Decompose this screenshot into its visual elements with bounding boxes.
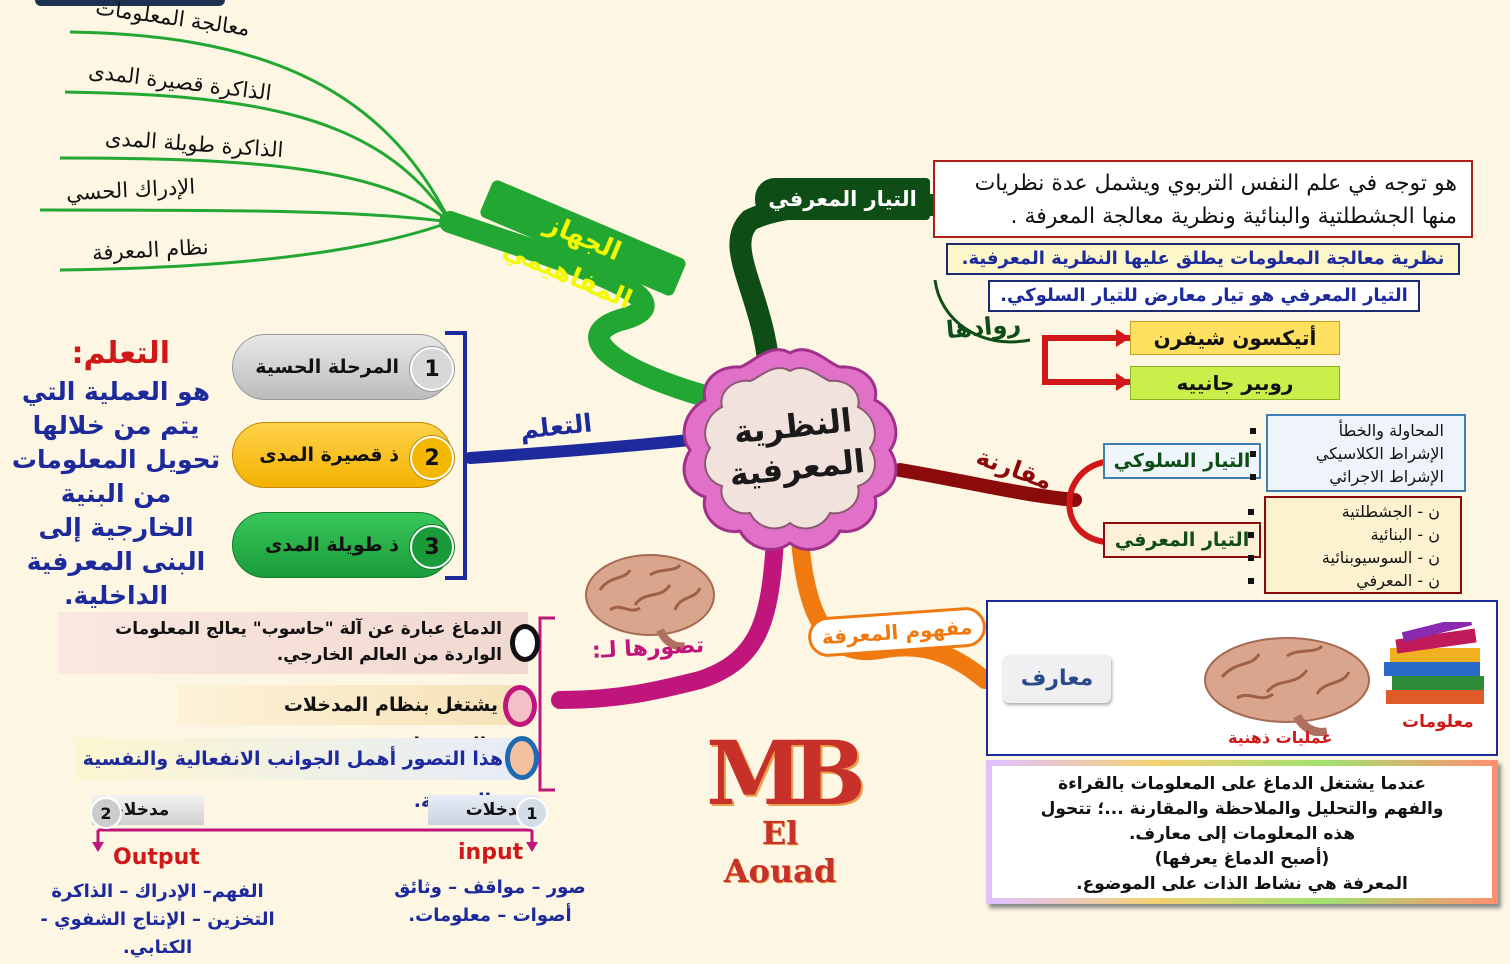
knowledge-label: معارف [1003,655,1111,703]
brain-icon [585,554,715,650]
explanation-line: والفهم والتحليل والملاحظة والمقارنة ...؛… [1040,799,1444,819]
stage-number: 1 [410,347,454,391]
stage-label: ذ طويلة المدى [265,534,399,556]
branch-label-cognitive-current: التيار المعرفي [755,178,930,220]
cognitive-note-2: التيار المعرفي هو تيار معارض للتيار السل… [988,280,1420,312]
input-text: صور – مواقف – وثائق أصوات – معلومات. [394,877,586,926]
behavioral-item: المحاولة والخطأ [1250,419,1450,442]
explanation-line: (أصبح الدماغ يعرفها) [1154,849,1330,869]
cognitive-current-compare-label: التيار المعرفي [1103,522,1261,558]
cognitive-items: ن - الجشطلتية ن - البنائية ن - السوسيوبن… [1248,496,1462,594]
logo-letters: MB [706,721,866,825]
center-node [682,348,898,551]
cognitive-note-1: نظرية معالجة المعلومات يطلق عليها النظري… [946,243,1460,275]
behavioral-items: المحاولة والخطأ الإشراط الكلاسيكي الإشرا… [1250,414,1466,492]
top-tab [35,0,225,6]
output-text: الفهم– الإدراك – الذاكرة التخزين – الإنت… [40,881,275,958]
stage-number: 2 [410,436,454,480]
cognitive-definition: هو توجه في علم النفس التربوي ويشمل عدة ن… [933,160,1473,238]
input-tab-number: 1 [516,797,548,829]
cognitive-item: ن - الجشطلتية [1248,500,1446,523]
behavioral-current-label: التيار السلوكي [1103,443,1261,479]
stage-label: المرحلة الحسية [255,356,399,378]
pioneer-1: أتيكسون شيفرن [1130,321,1340,355]
explanation-line: هذه المعلومات إلى معارف. [1128,824,1356,844]
behavioral-item: الإشراط الكلاسيكي [1250,442,1450,465]
center-title: النظرية المعرفية [716,397,874,496]
stage-number: 3 [410,525,454,569]
brain-icon [1204,637,1370,736]
cognitive-item: ن - المعرفي [1248,569,1446,592]
books-icon [1384,622,1484,704]
logo-name: El Aouad [723,814,837,890]
knowledge-explanation: عندما يشتغل الدماغ على المعلومات بالقراء… [986,760,1498,904]
behavioral-item: الإشراط الاجرائي [1250,465,1450,488]
process-label: عمليات ذهنية [1228,728,1333,747]
circle-bullet [510,624,540,662]
explanation-line: عندما يشتغل الدماغ على المعلومات بالقراء… [1058,774,1426,794]
input-title: input [458,840,524,865]
circle-bullet [503,685,537,727]
logo: MB El Aouad [700,721,866,890]
circle-bullet [505,736,539,780]
conception-item-3: هذا التصور أهمل الجوانب الانفعالية والنف… [75,738,515,812]
conception-item-1: الدماغ عبارة عن آلة "حاسوب" يعالج المعلو… [58,612,528,674]
output-title: Output [113,845,200,870]
cognitive-item: ن - السوسيوبنائية [1248,546,1446,569]
explanation-line: المعرفة هي نشاط الذات على الموضوع. [1076,874,1408,894]
learning-definition: هو العملية التي يتم من خلالها تحويل المع… [11,377,221,610]
info-label: معلومات [1402,712,1474,732]
pioneer-2: روبير جانييه [1130,366,1340,400]
stage-label: ذ قصيرة المدى [259,444,399,466]
output-tab-number: 2 [90,797,122,829]
learning-heading: التعلم: [71,336,171,371]
conception-item-2: يشتغل بنظام المدخلات والمخرجات. [178,685,518,756]
cognitive-item: ن - البنائية [1248,523,1446,546]
